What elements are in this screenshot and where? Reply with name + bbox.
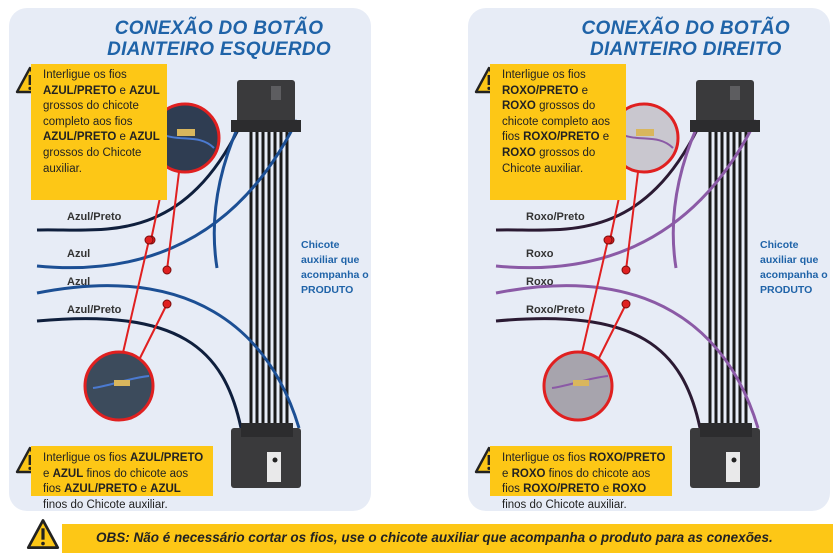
panel-title: CONEXÃO DO BOTÃO DIANTEIRO DIREITO (581, 18, 790, 60)
wire-label: Azul (67, 276, 91, 288)
wire-azul-preto-bottom (36, 317, 243, 429)
wire-roxo-loop (671, 119, 702, 269)
auxiliary-harness-label: Chicote auxiliar que acompanha o PRODUTO (760, 239, 828, 296)
top-connector (231, 80, 301, 132)
observation-text: OBS: Não é necessário cortar os fios, us… (96, 530, 773, 545)
wire-roxo-preto-top (495, 127, 700, 232)
panel-title: CONEXÃO DO BOTÃO DIANTEIRO ESQUERDO (107, 18, 331, 60)
junction-markers (603, 235, 631, 309)
junction-markers (144, 235, 172, 309)
wire-label: Roxo (526, 248, 554, 260)
wire-azul-bottom (36, 284, 301, 429)
wire-roxo-top (495, 119, 758, 270)
wire-label: Roxo (526, 276, 554, 288)
top-instruction-note: Interligue os fios AZUL/PRETO e AZUL gro… (31, 64, 167, 200)
right-connection-panel: CONEXÃO DO BOTÃO DIANTEIRO DIREITO (468, 8, 830, 511)
wire-azul-preto-top (36, 127, 241, 232)
left-connection-panel: CONEXÃO DO BOTÃO DIANTEIRO ESQUERDO (9, 8, 371, 511)
auxiliary-harness-label: Chicote auxiliar que acompanha o PRODUTO (301, 239, 369, 296)
bottom-connector (231, 423, 301, 488)
wire-azul-top (36, 119, 299, 270)
wiring-diagram (36, 80, 301, 488)
observation-bar (62, 524, 833, 553)
wire-label: Azul/Preto (67, 304, 122, 316)
bottom-instruction-note: Interligue os fios ROXO/PRETO e ROXO fin… (490, 446, 672, 511)
top-connector (690, 80, 760, 132)
zoom-bottom (83, 350, 155, 422)
zoom-bottom (542, 350, 614, 422)
wire-label: Roxo/Preto (526, 304, 585, 316)
wire-roxo-preto-bottom (495, 317, 702, 429)
top-instruction-note: Interligue os fios ROXO/PRETO e ROXO gro… (490, 64, 626, 200)
wire-azul-loop (212, 119, 243, 269)
wire-label: Azul/Preto (67, 211, 122, 223)
bottom-instruction-note: Interligue os fios AZUL/PRETO e AZUL fin… (31, 446, 213, 511)
wire-label: Azul (67, 248, 91, 260)
wire-roxo-bottom (495, 284, 760, 429)
wire-label: Roxo/Preto (526, 211, 585, 223)
harness-strands (249, 120, 289, 428)
warning-icon (26, 519, 60, 549)
harness-strands (708, 120, 748, 428)
bottom-connector (690, 423, 760, 488)
